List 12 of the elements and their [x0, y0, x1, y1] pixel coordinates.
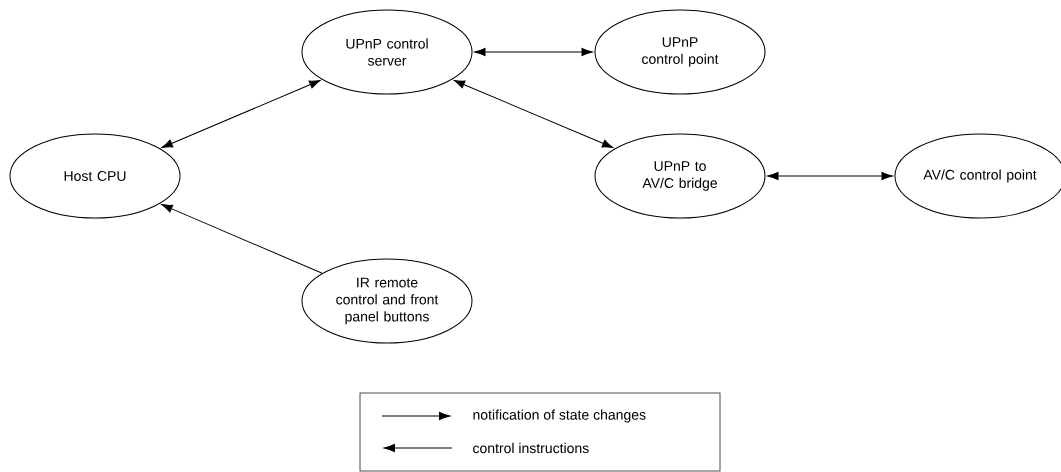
arrow — [474, 47, 593, 57]
arrow — [161, 80, 321, 149]
ellipse-node: IR remote control and front panel buttons — [301, 258, 473, 344]
ellipse-node: UPnP to AV/C bridge — [594, 133, 766, 219]
ellipse-node: UPnP control point — [594, 9, 766, 95]
legend-text: notification of state changes — [473, 409, 646, 423]
arrow — [767, 171, 893, 181]
legend-text: control instructions — [473, 442, 589, 454]
ellipse-node: UPnP control server — [301, 9, 473, 95]
arrow — [161, 204, 323, 274]
ellipse-node: Host CPU — [9, 133, 181, 219]
arrow — [453, 79, 614, 149]
